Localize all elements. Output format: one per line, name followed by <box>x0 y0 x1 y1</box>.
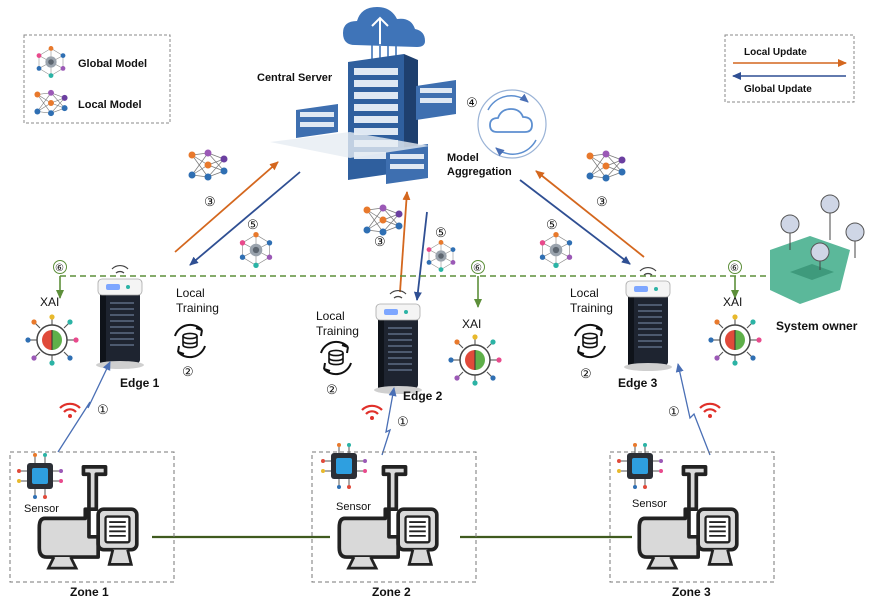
local-model-icon <box>586 150 626 182</box>
wifi-icon <box>360 404 384 422</box>
global-model-icon <box>36 45 66 79</box>
legend-global-model: Global Model <box>78 58 147 70</box>
edge3-step-5: ⑤ <box>546 217 558 232</box>
zone1-step-1: ① <box>97 402 109 417</box>
edge-server-icon <box>373 289 423 395</box>
wifi-icon <box>698 402 722 420</box>
owner-step-6: ⑥ <box>730 263 739 274</box>
edge1-local-update-arrow <box>174 161 279 253</box>
edge2-xai-label: XAI <box>462 317 481 331</box>
zone2-group: Sensor Zone 2 <box>311 442 477 599</box>
step-4: ④ <box>466 95 478 110</box>
edge-server-icon <box>623 266 673 372</box>
edge3-global-update-arrow <box>519 179 631 265</box>
edge-server-icon <box>95 264 145 370</box>
edge2-step-3: ③ <box>374 234 386 249</box>
edge3-xai-label: XAI <box>723 295 742 309</box>
edge3-training-line1: Local <box>570 286 599 300</box>
edge2-step-6: ⑥ <box>473 263 482 274</box>
zone1-group: Sensor Zone 1 <box>9 451 175 599</box>
pump-icon <box>637 465 739 570</box>
local-model-icon <box>363 204 403 236</box>
edge1-step-6: ⑥ <box>55 263 64 274</box>
aggregation-cloud-icon <box>477 89 547 159</box>
edge1-xai-label: XAI <box>40 295 59 309</box>
central-server-group: Central Server ④ Model Aggregation <box>257 7 547 184</box>
local-model-icon <box>188 149 228 181</box>
local-model-icon <box>33 89 68 117</box>
edge1-global-update-arrow <box>189 171 301 266</box>
edge1-step-2: ② <box>182 364 194 379</box>
edge2-label: Edge 2 <box>403 389 443 403</box>
edge1-training-line2: Training <box>176 301 219 315</box>
edge3-local-update-arrow <box>535 170 645 258</box>
legend-local-update: Local Update <box>744 47 807 58</box>
legend-global-update: Global Update <box>744 84 812 95</box>
database-sync-icon <box>174 323 206 359</box>
edge2-training-line2: Training <box>316 324 359 338</box>
chip-sensor-icon <box>320 442 368 490</box>
edge2-step-2: ② <box>326 382 338 397</box>
xai-feedback-line <box>56 275 768 308</box>
edge2-group: Local Training ② Edge 2 XAI <box>316 289 503 403</box>
edge3-label: Edge 3 <box>618 376 658 390</box>
system-owner-label: System owner <box>776 319 858 333</box>
edge1-group: XAI Edge 1 Local Training ② <box>24 264 219 390</box>
update-arrows <box>174 161 645 301</box>
global-model-icon <box>539 231 573 269</box>
zone1-sensor-label: Sensor <box>24 503 59 515</box>
aggregation-label-line1: Model <box>447 152 479 164</box>
edge3-group: Local Training ② Edge 3 XAI <box>570 266 763 390</box>
global-model-icon <box>426 239 456 273</box>
legend-local-model: Local Model <box>78 99 142 111</box>
chip-sensor-icon <box>616 442 664 490</box>
zone2-step-1: ① <box>397 414 409 429</box>
xai-brain-icon <box>24 313 80 367</box>
puzzle-people-icon <box>770 194 865 304</box>
pump-icon <box>337 465 439 570</box>
zone3-sensor-label: Sensor <box>632 498 667 510</box>
edge2-step-5: ⑤ <box>435 225 447 240</box>
central-server-label: Central Server <box>257 72 333 84</box>
edge1-step-3: ③ <box>204 194 216 209</box>
xai-brain-icon <box>707 313 763 367</box>
zone2-sensor-label: Sensor <box>336 501 371 513</box>
zone1-label: Zone 1 <box>70 585 109 599</box>
zone2-label: Zone 2 <box>372 585 411 599</box>
database-sync-icon <box>574 323 606 359</box>
server-rack-icon <box>270 54 456 184</box>
edge1-training-line1: Local <box>176 286 205 300</box>
edge1-label: Edge 1 <box>120 376 160 390</box>
edge2-training-line1: Local <box>316 309 345 323</box>
cloud-icon <box>343 7 425 62</box>
pump-icon <box>37 465 139 570</box>
zone3-step-1: ① <box>668 404 680 419</box>
edge3-step-3: ③ <box>596 194 608 209</box>
database-sync-icon <box>320 340 352 376</box>
sensor-links: ① ① ① <box>57 361 722 456</box>
edge1-step-5: ⑤ <box>247 217 259 232</box>
global-model-icon <box>239 231 273 269</box>
aggregation-label-line2: Aggregation <box>447 166 512 178</box>
model-legend: Global Model Local Model <box>23 34 171 124</box>
edge2-local-update-arrow <box>399 191 411 293</box>
update-legend: Local Update Global Update <box>724 34 855 103</box>
zone3-group: Sensor Zone 3 <box>609 442 775 599</box>
chip-sensor-icon <box>16 452 64 500</box>
xai-brain-icon <box>447 333 503 387</box>
zone3-label: Zone 3 <box>672 585 711 599</box>
edge2-global-update-arrow <box>413 211 428 301</box>
edge3-training-line2: Training <box>570 301 613 315</box>
wifi-icon <box>58 402 82 420</box>
edge3-step-2: ② <box>580 366 592 381</box>
